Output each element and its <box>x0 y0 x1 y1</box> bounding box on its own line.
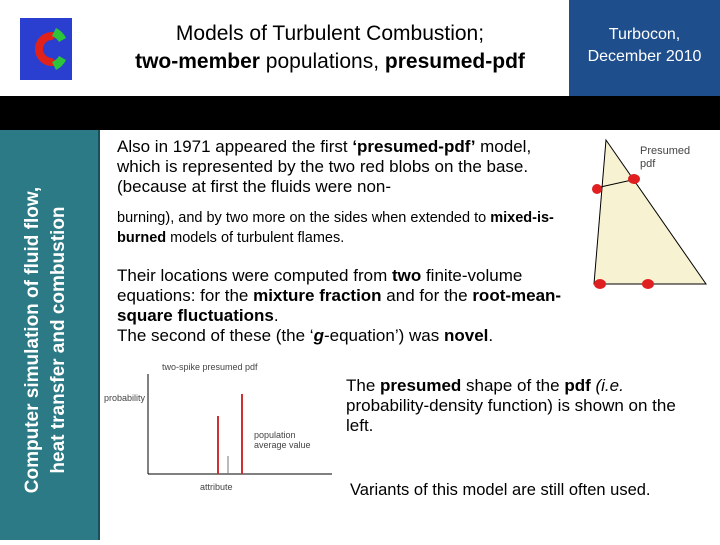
p3-bold-two: two <box>391 266 422 285</box>
p1-text-c: model, which is represented by the two r… <box>117 137 532 196</box>
page-title: Models of Turbulent Combustion; two-memb… <box>92 20 568 76</box>
two-spike-pdf-figure: two-spike presumed pdf probability popul… <box>100 356 340 496</box>
pdf-ylabel: probability <box>104 393 146 403</box>
p4-text-c: shape of the <box>461 376 565 395</box>
p4-bold-presumed: presumed <box>380 376 462 395</box>
p2-bold: mixed-is-burned <box>117 210 554 246</box>
red-blob-base-left <box>594 279 606 289</box>
side-connector-line <box>595 179 633 189</box>
p3-bold-rms: root-mean-square fluctuations <box>117 286 562 325</box>
logo-green-arc-lower <box>52 56 66 70</box>
paragraph-variants: Variants of this model are still often u… <box>350 481 651 499</box>
logo-red-c <box>35 32 60 66</box>
red-blob-right-side <box>628 174 640 184</box>
p4-text-f: probability-density function) is shown o… <box>346 396 676 435</box>
title-mid: populations, <box>259 50 385 73</box>
title-bold-two-member: two-member <box>135 50 260 73</box>
p3-text-e: and for the <box>381 286 473 305</box>
conference-date: December 2010 <box>587 48 702 65</box>
title-line-1: Models of Turbulent Combustion; <box>175 22 485 45</box>
header-divider-band <box>0 96 720 130</box>
p3-text-h: The second of these (the ‘ <box>117 326 314 345</box>
p2-text-a: burning), and by two more on the sides w… <box>117 210 491 226</box>
logo-blue-square <box>20 18 72 80</box>
red-blob-base-right <box>642 279 654 289</box>
sidebar-line-1: Computer simulation of fluid flow, <box>22 186 43 494</box>
p3-text-a: Their locations were computed from <box>117 266 392 285</box>
p3-text-j: -equation’) was <box>323 326 444 345</box>
triangle-label-line2: pdf <box>640 158 656 170</box>
logo-green-arc <box>52 28 66 42</box>
pdf-figure-title: two-spike presumed pdf <box>162 362 258 372</box>
p3-text-l: . <box>488 326 494 345</box>
triangle-label-line1: Presumed <box>640 145 690 157</box>
pdf-annotation-line1: population <box>254 430 296 440</box>
red-blob-left-side <box>592 184 602 194</box>
p1-text-a: Also in 1971 appeared the first <box>117 137 353 156</box>
conference-name: Turbocon, <box>608 26 681 43</box>
p3-text-g: . <box>273 306 279 325</box>
sidebar-line-2: heat transfer and combustion <box>48 206 69 474</box>
paragraph-equations: Their locations were computed from two f… <box>117 266 577 346</box>
p3-text-c: finite-volume equations: for the <box>117 266 523 305</box>
p4-italic-ie: (i.e. <box>590 376 624 395</box>
pdf-annotation-line2: average value <box>254 440 311 450</box>
paragraph-presumed-pdf-intro: Also in 1971 appeared the first ‘presume… <box>117 137 577 197</box>
p3-bold-mixture: mixture fraction <box>253 286 382 305</box>
cham-logo <box>16 14 76 84</box>
paragraph-burning: burning), and by two more on the sides w… <box>117 208 577 248</box>
p3-bold-novel: novel <box>443 326 489 345</box>
p1-bold: ‘presumed-pdf’ <box>352 137 476 156</box>
p4-text-a: The <box>346 376 381 395</box>
p4-bold-pdf: pdf <box>564 376 591 395</box>
p3-italic-g: g <box>313 326 324 345</box>
presumed-pdf-triangle-figure: Presumed pdf <box>580 132 708 320</box>
sidebar-caption: Computer simulation of fluid flow, heat … <box>20 135 80 545</box>
p2-text-c: models of turbulent flames. <box>166 230 345 246</box>
pdf-xlabel: attribute <box>200 482 233 492</box>
title-bold-presumed-pdf: presumed-pdf <box>384 50 525 73</box>
paragraph-pdf-shape: The presumed shape of the pdf (i.e. prob… <box>346 376 691 436</box>
conference-date-box: Turbocon, December 2010 <box>569 0 720 96</box>
sidebar <box>0 130 100 540</box>
title-line-2: two-member populations, presumed-pdf <box>92 48 568 76</box>
